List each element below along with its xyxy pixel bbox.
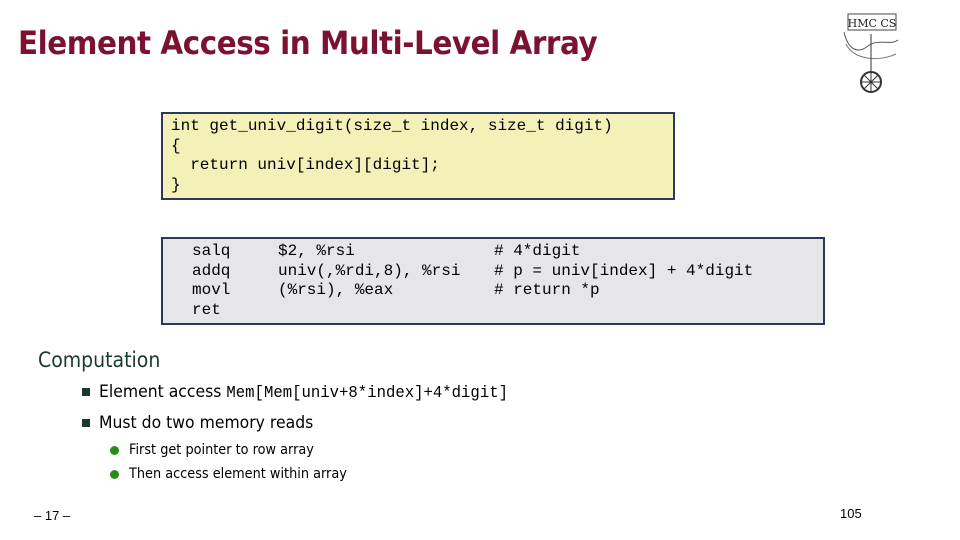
computation-heading: Computation — [38, 348, 161, 372]
hmc-cs-logo: HMC CS — [843, 13, 899, 93]
sub-bullet-row-pointer: First get pointer to row array — [110, 440, 330, 460]
asm-comment: # return *p — [494, 281, 600, 299]
asm-opcode: ret — [192, 300, 221, 319]
c-code-line: int get_univ_digit(size_t index, size_t … — [171, 117, 613, 135]
asm-opcodes: salq addq movl ret — [192, 242, 230, 320]
logo-text: HMC CS — [848, 17, 897, 30]
sub-bullet-text: First get pointer to row array — [129, 442, 314, 458]
bullet-text: Element access — [99, 381, 227, 402]
bullet-memory-reads: Must do two memory reads — [80, 411, 332, 435]
c-code-line: { — [171, 136, 181, 155]
asm-operand: univ(,%rdi,8), %rsi — [278, 261, 461, 280]
sub-bullet-access-element: Then access element within array — [110, 464, 366, 484]
c-code-line: } — [171, 175, 181, 194]
asm-operands: $2, %rsi univ(,%rdi,8), %rsi (%rsi), %ea… — [278, 242, 460, 301]
asm-opcode: addq — [192, 261, 231, 280]
asm-operand: (%rsi), %eax — [278, 281, 394, 299]
asm-comment: # 4*digit — [494, 242, 581, 260]
square-bullet-icon — [82, 388, 90, 396]
inline-code: Mem[Mem[univ+8*index]+4*digit] — [226, 383, 508, 403]
asm-operand: $2, %rsi — [278, 242, 355, 260]
sub-bullet-text: Then access element within array — [129, 466, 347, 482]
c-code-box: int get_univ_digit(size_t index, size_t … — [161, 112, 675, 200]
asm-opcode: salq — [192, 242, 231, 260]
assembly-code-box: salq addq movl ret $2, %rsi univ(,%rdi,8… — [161, 237, 825, 325]
slide-title: Element Access in Multi-Level Array — [18, 24, 598, 62]
asm-comments: # 4*digit # p = univ[index] + 4*digit # … — [494, 242, 753, 301]
c-code-lines: int get_univ_digit(size_t index, size_t … — [171, 117, 613, 195]
slide-number-right: 105 — [840, 506, 862, 521]
asm-opcode: movl — [192, 281, 231, 299]
bullet-text: Must do two memory reads — [99, 413, 314, 433]
slide-number-left: – 17 – — [34, 508, 71, 523]
round-bullet-icon — [110, 445, 119, 455]
asm-comment: # p = univ[index] + 4*digit — [494, 261, 754, 280]
round-bullet-icon — [110, 469, 119, 479]
c-code-line: return univ[index][digit]; — [171, 156, 440, 174]
square-bullet-icon — [82, 419, 90, 427]
bullet-element-access: Element access Mem[Mem[univ+8*index]+4*d… — [80, 380, 544, 404]
